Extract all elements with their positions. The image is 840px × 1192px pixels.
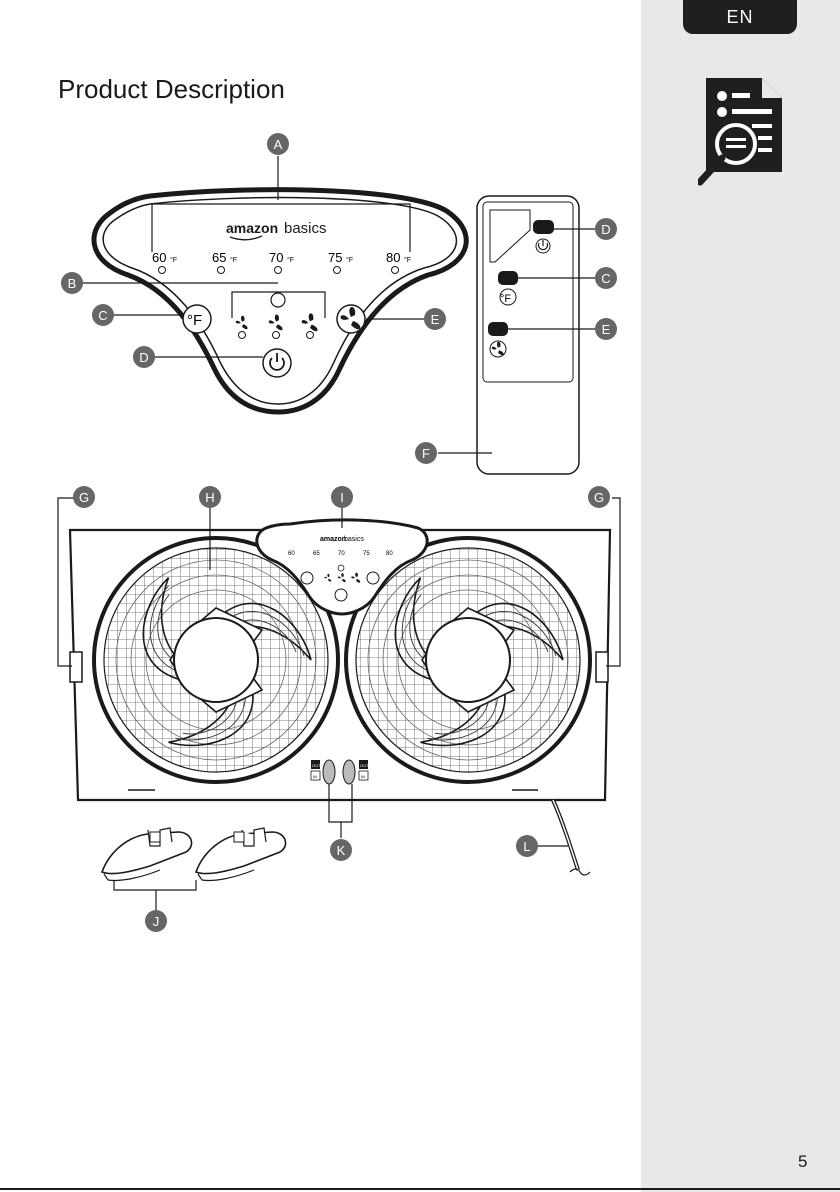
svg-text:J: J xyxy=(153,914,160,929)
svg-text:L: L xyxy=(523,839,530,854)
label-A: A xyxy=(267,133,289,155)
leader-lines-feet xyxy=(114,880,196,911)
label-I: I xyxy=(331,486,353,508)
svg-text:°F: °F xyxy=(187,312,202,329)
svg-text:I: I xyxy=(340,490,344,505)
svg-text:F: F xyxy=(422,446,430,461)
svg-text:C: C xyxy=(601,271,610,286)
page-number: 5 xyxy=(798,1152,807,1172)
label-G-left: G xyxy=(73,486,95,508)
svg-text:D: D xyxy=(139,350,148,365)
fan-speed-button[interactable] xyxy=(337,305,365,333)
svg-text:60: 60 xyxy=(152,250,166,265)
svg-text:°F: °F xyxy=(170,256,177,264)
label-C-panel: C xyxy=(92,304,114,326)
speed-indicator xyxy=(271,293,285,307)
svg-text:70: 70 xyxy=(269,250,283,265)
svg-text:E: E xyxy=(602,322,611,337)
label-D-panel: D xyxy=(133,346,155,368)
remote-control: °F xyxy=(477,196,579,474)
svg-text:E: E xyxy=(431,312,440,327)
svg-text:G: G xyxy=(594,490,604,505)
svg-text:K: K xyxy=(337,843,346,858)
svg-text:basics: basics xyxy=(344,536,364,543)
svg-text:IN: IN xyxy=(361,774,365,779)
language-badge: EN xyxy=(683,0,797,34)
label-G-right: G xyxy=(588,486,610,508)
support-foot-right xyxy=(196,828,286,881)
svg-text:60: 60 xyxy=(288,551,295,557)
svg-text:°F: °F xyxy=(230,256,237,264)
svg-text:C: C xyxy=(98,308,107,323)
temperature-button[interactable]: °F xyxy=(183,305,211,333)
label-B: B xyxy=(61,272,83,294)
label-J: J xyxy=(145,910,167,932)
svg-text:70: 70 xyxy=(338,551,345,557)
product-diagram: amazon basics 60 °F 65 °F 70 °F 75 °F 80… xyxy=(0,0,640,1000)
svg-text:A: A xyxy=(274,137,283,152)
svg-text:65: 65 xyxy=(313,551,320,557)
svg-text:°F: °F xyxy=(287,256,294,264)
label-F: F xyxy=(415,442,437,464)
svg-text:°F: °F xyxy=(404,256,411,264)
brand-amazon: amazon xyxy=(226,220,278,236)
bottom-rule xyxy=(0,1188,840,1190)
brand-basics: basics xyxy=(284,220,327,237)
label-H: H xyxy=(199,486,221,508)
svg-text:B: B xyxy=(68,276,77,291)
svg-text:80: 80 xyxy=(386,551,393,557)
svg-text:°F: °F xyxy=(500,293,511,305)
label-C-remote: C xyxy=(595,267,617,289)
support-foot-left xyxy=(102,828,192,881)
svg-text:G: G xyxy=(79,490,89,505)
svg-text:OUT: OUT xyxy=(360,763,369,768)
svg-text:80: 80 xyxy=(386,250,400,265)
svg-text:H: H xyxy=(205,490,214,505)
svg-text:OUT: OUT xyxy=(312,763,321,768)
label-K: K xyxy=(330,839,352,861)
svg-text:IN: IN xyxy=(313,774,317,779)
label-D-remote: D xyxy=(595,218,617,240)
svg-text:D: D xyxy=(601,222,610,237)
svg-text:65: 65 xyxy=(212,250,226,265)
svg-text:75: 75 xyxy=(328,250,342,265)
support-feet xyxy=(102,828,286,881)
label-E-panel: E xyxy=(424,308,446,330)
label-E-remote: E xyxy=(595,318,617,340)
svg-text:75: 75 xyxy=(363,551,370,557)
svg-text:°F: °F xyxy=(346,256,353,264)
power-button[interactable] xyxy=(263,349,291,377)
document-search-icon xyxy=(698,78,788,188)
label-L: L xyxy=(516,835,538,857)
svg-text:amazon: amazon xyxy=(320,536,346,543)
